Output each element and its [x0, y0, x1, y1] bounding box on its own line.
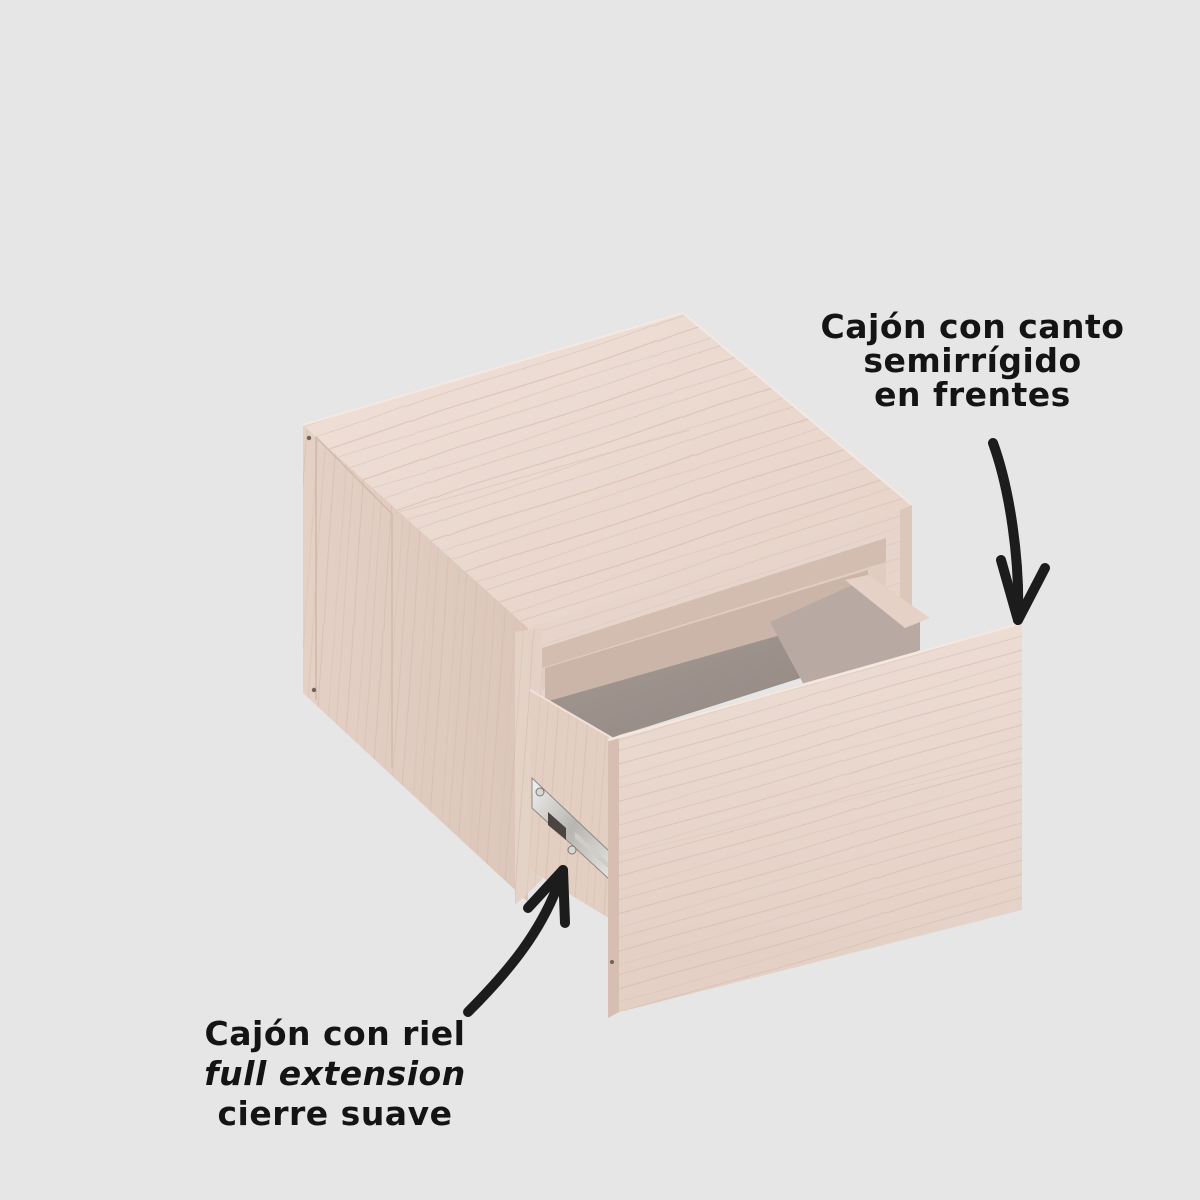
annotation-line: Cajón con riel [204, 1014, 466, 1053]
annotation-line: cierre suave [217, 1094, 453, 1133]
annotation-line-italic: full extension [204, 1054, 466, 1093]
annotation-line: en frentes [874, 375, 1071, 414]
arrow-up-icon [463, 865, 570, 1017]
cabinet-top-panel [302, 311, 913, 628]
cabinet-left-side-panel [303, 425, 528, 902]
drawer-front-panel [607, 620, 1023, 1018]
annotation-line: Cajón con canto [820, 307, 1125, 346]
arrow-down-icon [988, 438, 1050, 625]
annotation-drawer-edge-band: Cajón con canto semirrígido en frentes [800, 310, 1145, 412]
annotation-line: semirrígido [863, 341, 1082, 380]
annotation-drawer-rail: Cajón con riel full extension cierre sua… [185, 1014, 485, 1134]
drawer-slide-rail [531, 776, 612, 882]
